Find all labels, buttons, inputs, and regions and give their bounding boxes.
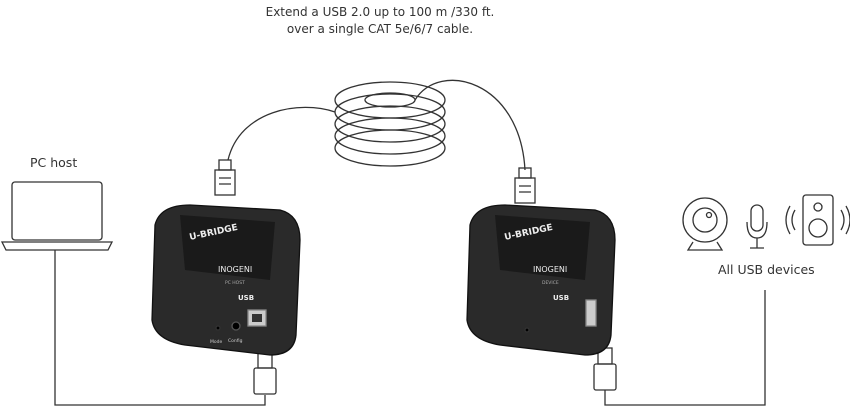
- maker-label: INOGENI: [218, 265, 252, 274]
- role-label: PC HOST: [225, 280, 245, 286]
- all-usb-devices-label: All USB devices: [718, 262, 815, 277]
- role-label: DEVICE: [542, 280, 559, 286]
- usb-cable-right: [604, 290, 766, 406]
- mode-label: Mode: [210, 339, 222, 345]
- usb-connector-icon: [593, 347, 617, 391]
- usb-connector-icon: [253, 351, 277, 395]
- microphone-icon: [746, 204, 768, 249]
- headline-line2: over a single CAT 5e/6/7 cable.: [286, 22, 474, 36]
- headline-line1: Extend a USB 2.0 up to 100 m /330 ft.: [265, 5, 495, 19]
- cable-coil-icon: [227, 79, 526, 171]
- maker-label: INOGENI: [533, 265, 567, 274]
- rj45-connector-icon: [214, 159, 236, 196]
- config-label: Config: [228, 338, 243, 344]
- u-bridge-pc-host-device: U-BRIDGE INOGENI PC HOST USB Mode Config: [151, 204, 301, 356]
- u-bridge-device-unit: U-BRIDGE INOGENI DEVICE USB: [466, 204, 616, 356]
- usb-logo: USB: [238, 294, 254, 302]
- speaker-icon: [785, 194, 850, 246]
- usb-cable-left: [54, 250, 266, 406]
- webcam-icon: [682, 197, 728, 251]
- headline: Extend a USB 2.0 up to 100 m /330 ft. ov…: [240, 4, 520, 38]
- pc-host-label: PC host: [30, 155, 78, 170]
- usb-logo: USB: [553, 294, 569, 302]
- laptop-icon: [0, 181, 114, 251]
- rj45-connector-icon: [514, 167, 536, 204]
